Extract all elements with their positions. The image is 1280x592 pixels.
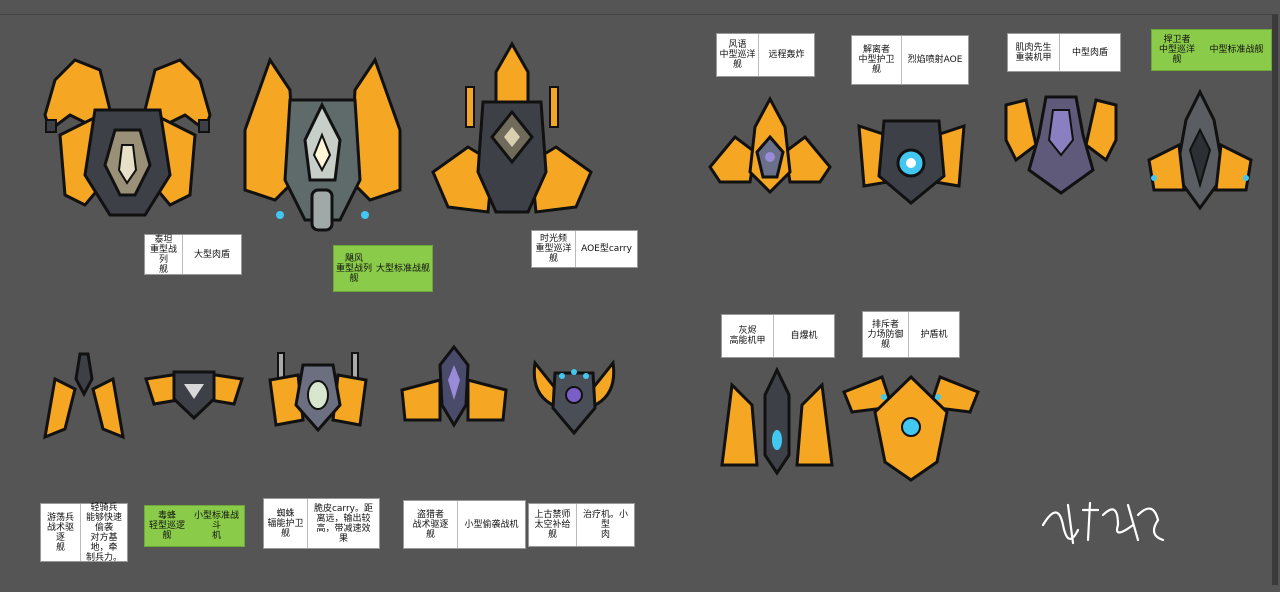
ship-repeller[interactable] bbox=[842, 372, 980, 482]
label-meat: 肌肉先生 重装机甲 中型肉盾 bbox=[1007, 33, 1121, 72]
label-dissolver: 解离者 中型护卫 舰 烈焰喷射AOE bbox=[851, 35, 969, 85]
ship-ancient[interactable] bbox=[530, 358, 618, 436]
ship-chrono[interactable] bbox=[428, 40, 596, 220]
label-titan: 泰坦 重型战列 舰 大型肉盾 bbox=[144, 234, 242, 275]
ship-titan[interactable] bbox=[40, 55, 215, 225]
label-wanderer: 游荡兵 战术驱逐 舰 轻骑兵 能够快速偷袭 对方基地，牵 制兵力。 bbox=[40, 503, 128, 563]
label-wind: 风语 中型巡洋 舰 远程轰炸 bbox=[716, 33, 815, 77]
label-hunter: 盗猎者 战术驱逐 舰 小型偷袭战机 bbox=[403, 500, 526, 549]
ship-gale[interactable] bbox=[240, 50, 405, 240]
ship-wind[interactable] bbox=[705, 95, 835, 197]
ship-venom[interactable] bbox=[144, 364, 244, 421]
label-venom: 毒蜂 轻型巡逻 舰 小型标准战斗 机 bbox=[144, 505, 245, 547]
artist-signature bbox=[1038, 495, 1166, 547]
ship-meat[interactable] bbox=[1001, 95, 1121, 195]
ship-dissolver[interactable] bbox=[854, 106, 969, 206]
label-spider: 蜘蛛 辐能护卫 舰 脆皮carry。距 离远，输出较 高，带减速效 果 bbox=[263, 498, 380, 549]
label-ancient: 上古禁师 太空补给 舰 治疗机。小型 肉 bbox=[528, 503, 635, 547]
ship-ashen[interactable] bbox=[717, 365, 837, 476]
ship-wanderer[interactable] bbox=[40, 349, 128, 441]
label-defender: 捍卫者 中型巡洋 舰 中型标准战舰 bbox=[1151, 29, 1272, 71]
ship-hunter[interactable] bbox=[400, 344, 508, 428]
label-ashen: 灰烬 高能机甲 自爆机 bbox=[721, 314, 835, 358]
label-chrono: 时光频 重型巡洋 舰 AOE型carry bbox=[531, 230, 638, 268]
label-gale: 飓风 重型战列 舰 大型标准战舰 bbox=[333, 245, 433, 292]
ship-spider[interactable] bbox=[268, 350, 368, 433]
ship-defender[interactable] bbox=[1144, 88, 1256, 211]
label-repeller: 排斥者 力场防御 舰 护盾机 bbox=[862, 311, 960, 358]
